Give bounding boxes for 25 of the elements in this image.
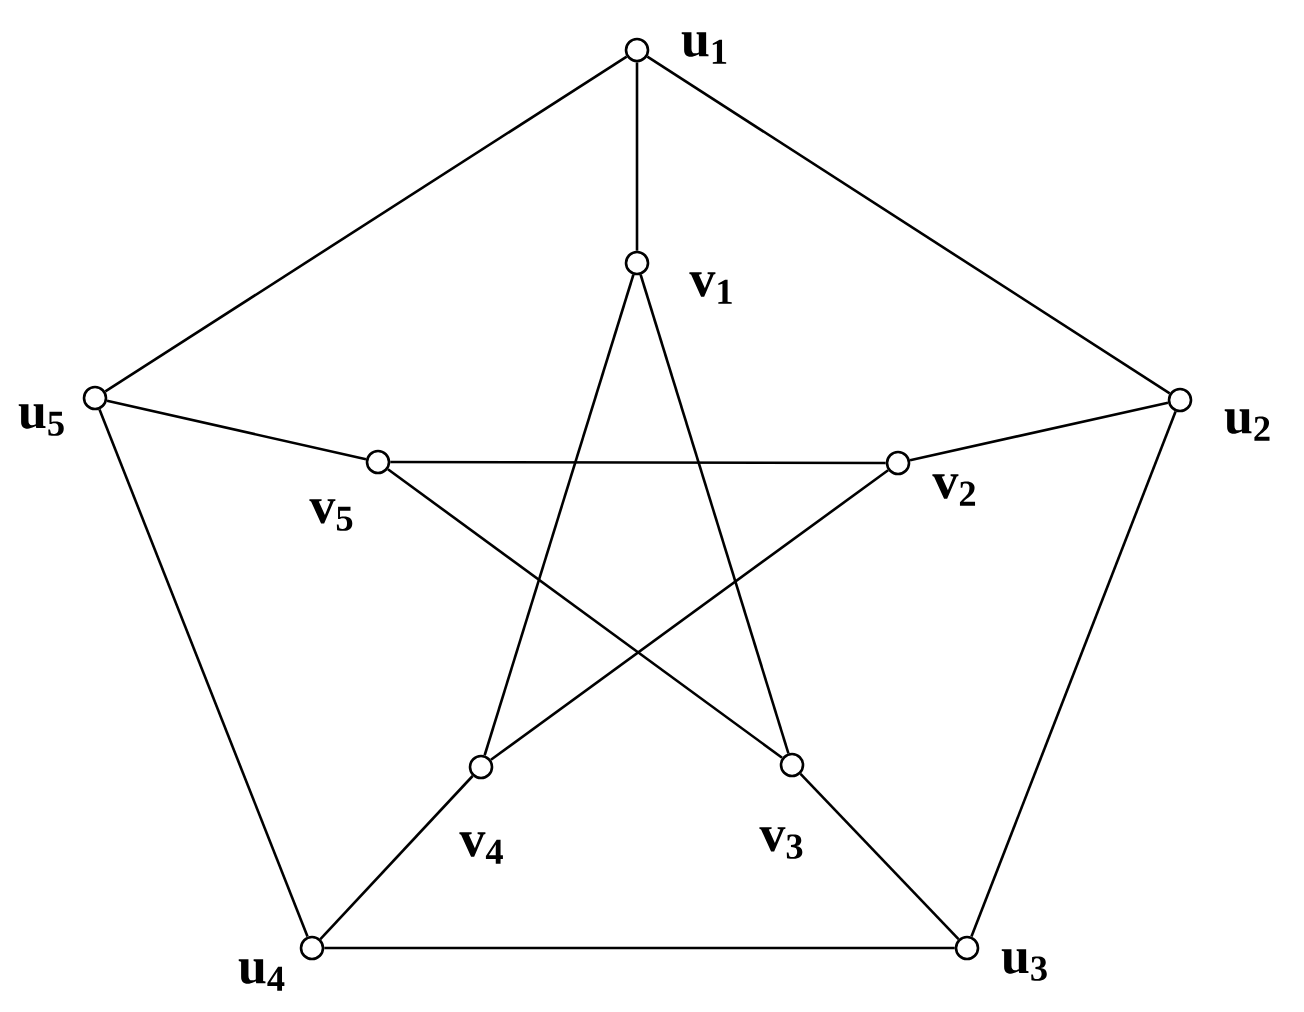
edge-line (319, 775, 474, 940)
vertex-label: v$_{4}$ (459, 832, 503, 864)
vertex-label: u$_{3}$ (1001, 949, 1047, 981)
edge-line (387, 468, 783, 759)
vertex-label: v$_{1}$ (689, 272, 732, 304)
edge-line (483, 274, 635, 756)
edge-line (106, 399, 367, 461)
edge-line (639, 274, 790, 754)
edge-line (490, 469, 889, 761)
edge-line (799, 773, 960, 941)
vertex-label: u$_{1}$ (681, 32, 727, 64)
edge-line (635, 62, 639, 251)
edge-line (98, 408, 309, 938)
edge-line (104, 55, 628, 393)
vertex-label: v$_{3}$ (759, 827, 803, 859)
edge-line (909, 401, 1169, 462)
edge-line (970, 411, 1177, 938)
edge-line (324, 946, 955, 950)
vertex-label: u$_{2}$ (1224, 409, 1270, 441)
edge-line (390, 460, 886, 465)
edge-line (646, 55, 1171, 395)
vertex-label: u$_{4}$ (238, 959, 285, 991)
vertex-label: v$_{2}$ (932, 474, 976, 506)
vertex-label: u$_{5}$ (18, 404, 64, 436)
vertex-label: v$_{5}$ (309, 499, 353, 531)
